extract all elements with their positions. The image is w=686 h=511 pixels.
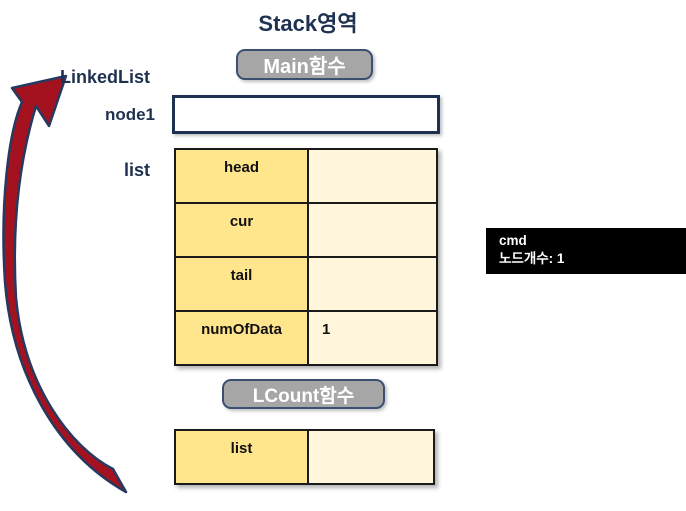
var-name-cell: tail [176,258,309,310]
var-value-cell [309,150,436,202]
console-line-1: cmd [499,233,527,248]
table-row: list [176,431,433,483]
main-function-label: Main함수 [263,56,346,78]
table-row: head [176,150,436,204]
main-function-badge: Main함수 [236,49,373,80]
page-title: Stack영역 [258,11,358,36]
var-value-cell [309,204,436,256]
var-name-cell: head [176,150,309,202]
node1-label: node1 [104,105,155,124]
var-name-cell: cur [176,204,309,256]
table-row: tail [176,258,436,312]
table-row: cur [176,204,436,258]
table-row: numOfData 1 [176,312,436,364]
lcount-function-variable-table: list [174,429,435,485]
list-label: list [123,160,150,180]
node1-value-box [172,95,440,134]
var-value-cell: 1 [309,312,436,364]
return-arrow [2,74,128,494]
main-function-variable-table: head cur tail numOfData 1 [174,148,438,366]
var-name-cell: list [176,431,309,483]
console-output-box: cmd 노드개수: 1 [486,228,686,274]
lcount-function-label: LCount함수 [252,385,355,407]
var-name-cell: numOfData [176,312,309,364]
console-line-2: 노드개수: 1 [499,251,565,267]
var-value-cell [309,431,433,483]
lcount-function-badge: LCount함수 [222,379,385,409]
curved-arrow-shape [2,74,128,494]
var-value-cell [309,258,436,310]
linkedlist-label: LinkedList [59,67,150,87]
